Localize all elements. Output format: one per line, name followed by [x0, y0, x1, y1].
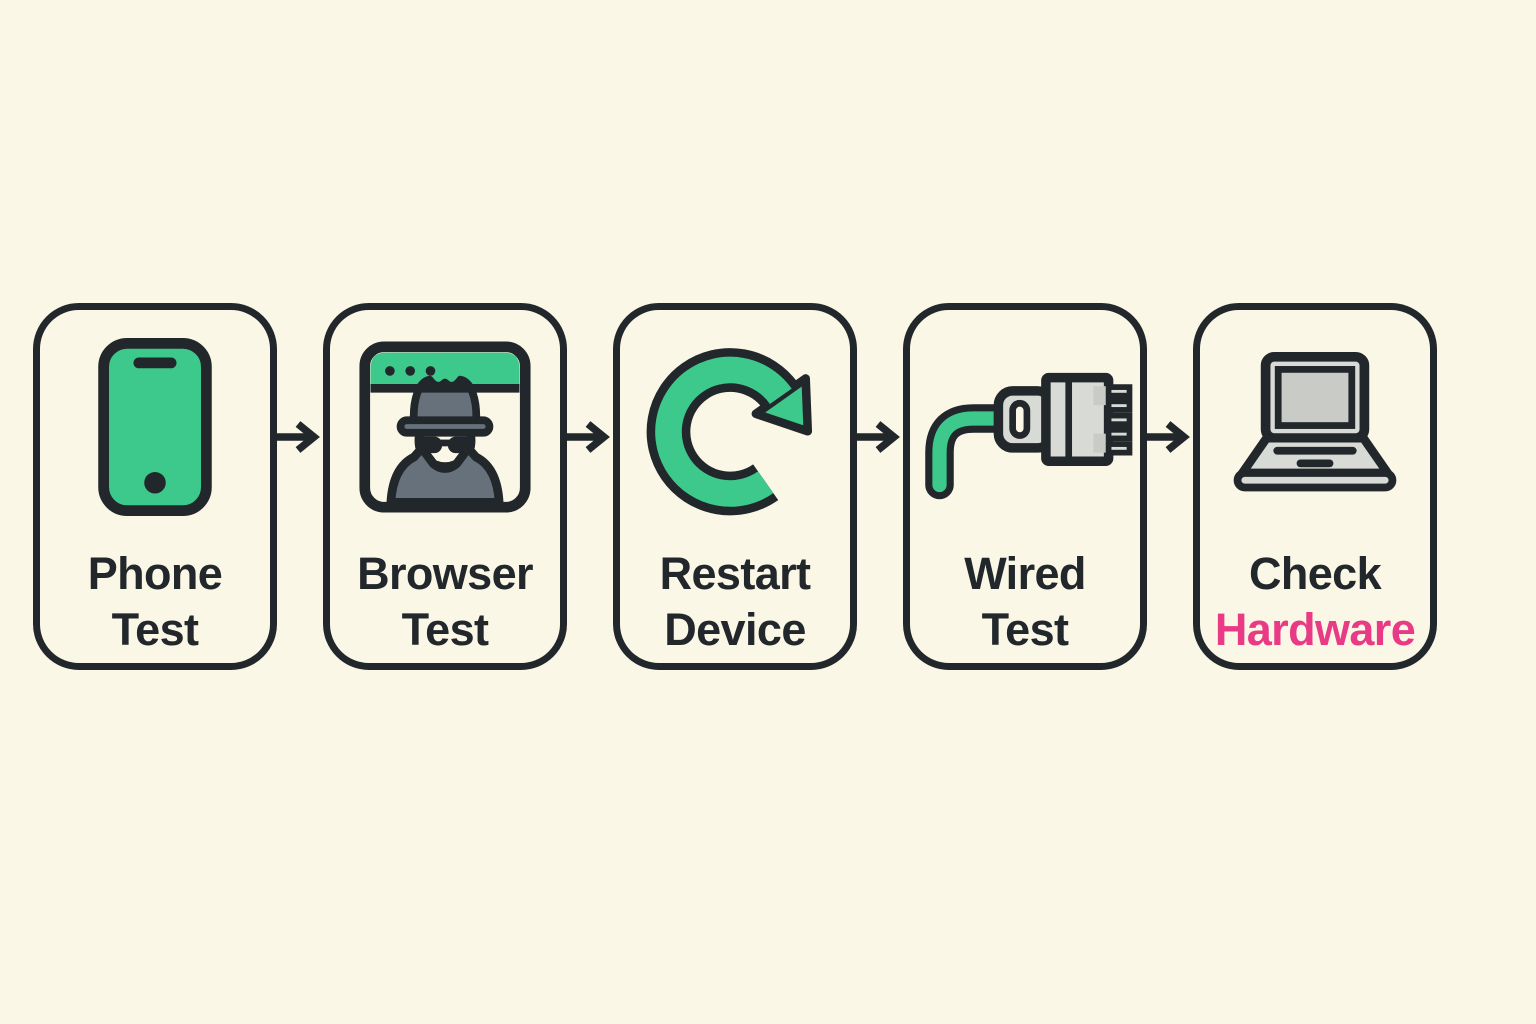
step-label: Wired Test	[964, 546, 1086, 658]
step-label: Restart Device	[660, 546, 811, 658]
step-label: Check Hardware	[1214, 546, 1416, 658]
step-label-line1: Browser	[357, 548, 533, 599]
restart-arrow-icon	[646, 348, 813, 516]
flow-connector	[1147, 303, 1193, 670]
step-label-line2: Hardware	[1214, 604, 1416, 655]
step-card-wired-test: Wired Test	[903, 303, 1147, 670]
step-icon-area	[96, 326, 214, 528]
incognito-browser-icon	[359, 341, 531, 513]
arrow-right-icon	[567, 421, 610, 453]
step-icon-area	[911, 326, 1139, 528]
arrow-right-icon	[1147, 421, 1190, 453]
flow-connector	[857, 303, 903, 670]
flow-connector	[277, 303, 323, 670]
step-label-line2: Device	[664, 604, 806, 655]
step-icon-area	[1223, 326, 1407, 528]
flow-connector	[567, 303, 613, 670]
step-label-line2: Test	[981, 604, 1069, 655]
step-label-line2: Test	[401, 604, 489, 655]
arrow-right-icon	[857, 421, 900, 453]
smartphone-icon	[98, 337, 212, 517]
step-card-phone-test: Phone Test	[33, 303, 277, 670]
laptop-icon	[1233, 351, 1397, 491]
arrow-right-icon	[277, 421, 320, 453]
step-icon-area	[640, 326, 830, 528]
step-label-line1: Restart	[659, 548, 811, 599]
step-label: Browser Test	[357, 546, 533, 658]
troubleshooting-flowchart: Phone Test	[33, 303, 1437, 670]
step-label-line1: Wired	[964, 548, 1086, 599]
step-label: Phone Test	[88, 546, 223, 658]
step-icon-area	[358, 326, 532, 528]
step-label-line1: Phone	[87, 548, 223, 599]
step-card-restart-device: Restart Device	[613, 303, 857, 670]
step-card-browser-test: Browser Test	[323, 303, 567, 670]
step-label-line1: Check	[1248, 548, 1382, 599]
step-card-check-hardware: Check Hardware	[1193, 303, 1437, 670]
step-label-line2: Test	[111, 604, 199, 655]
ethernet-plug-icon	[925, 372, 1133, 500]
